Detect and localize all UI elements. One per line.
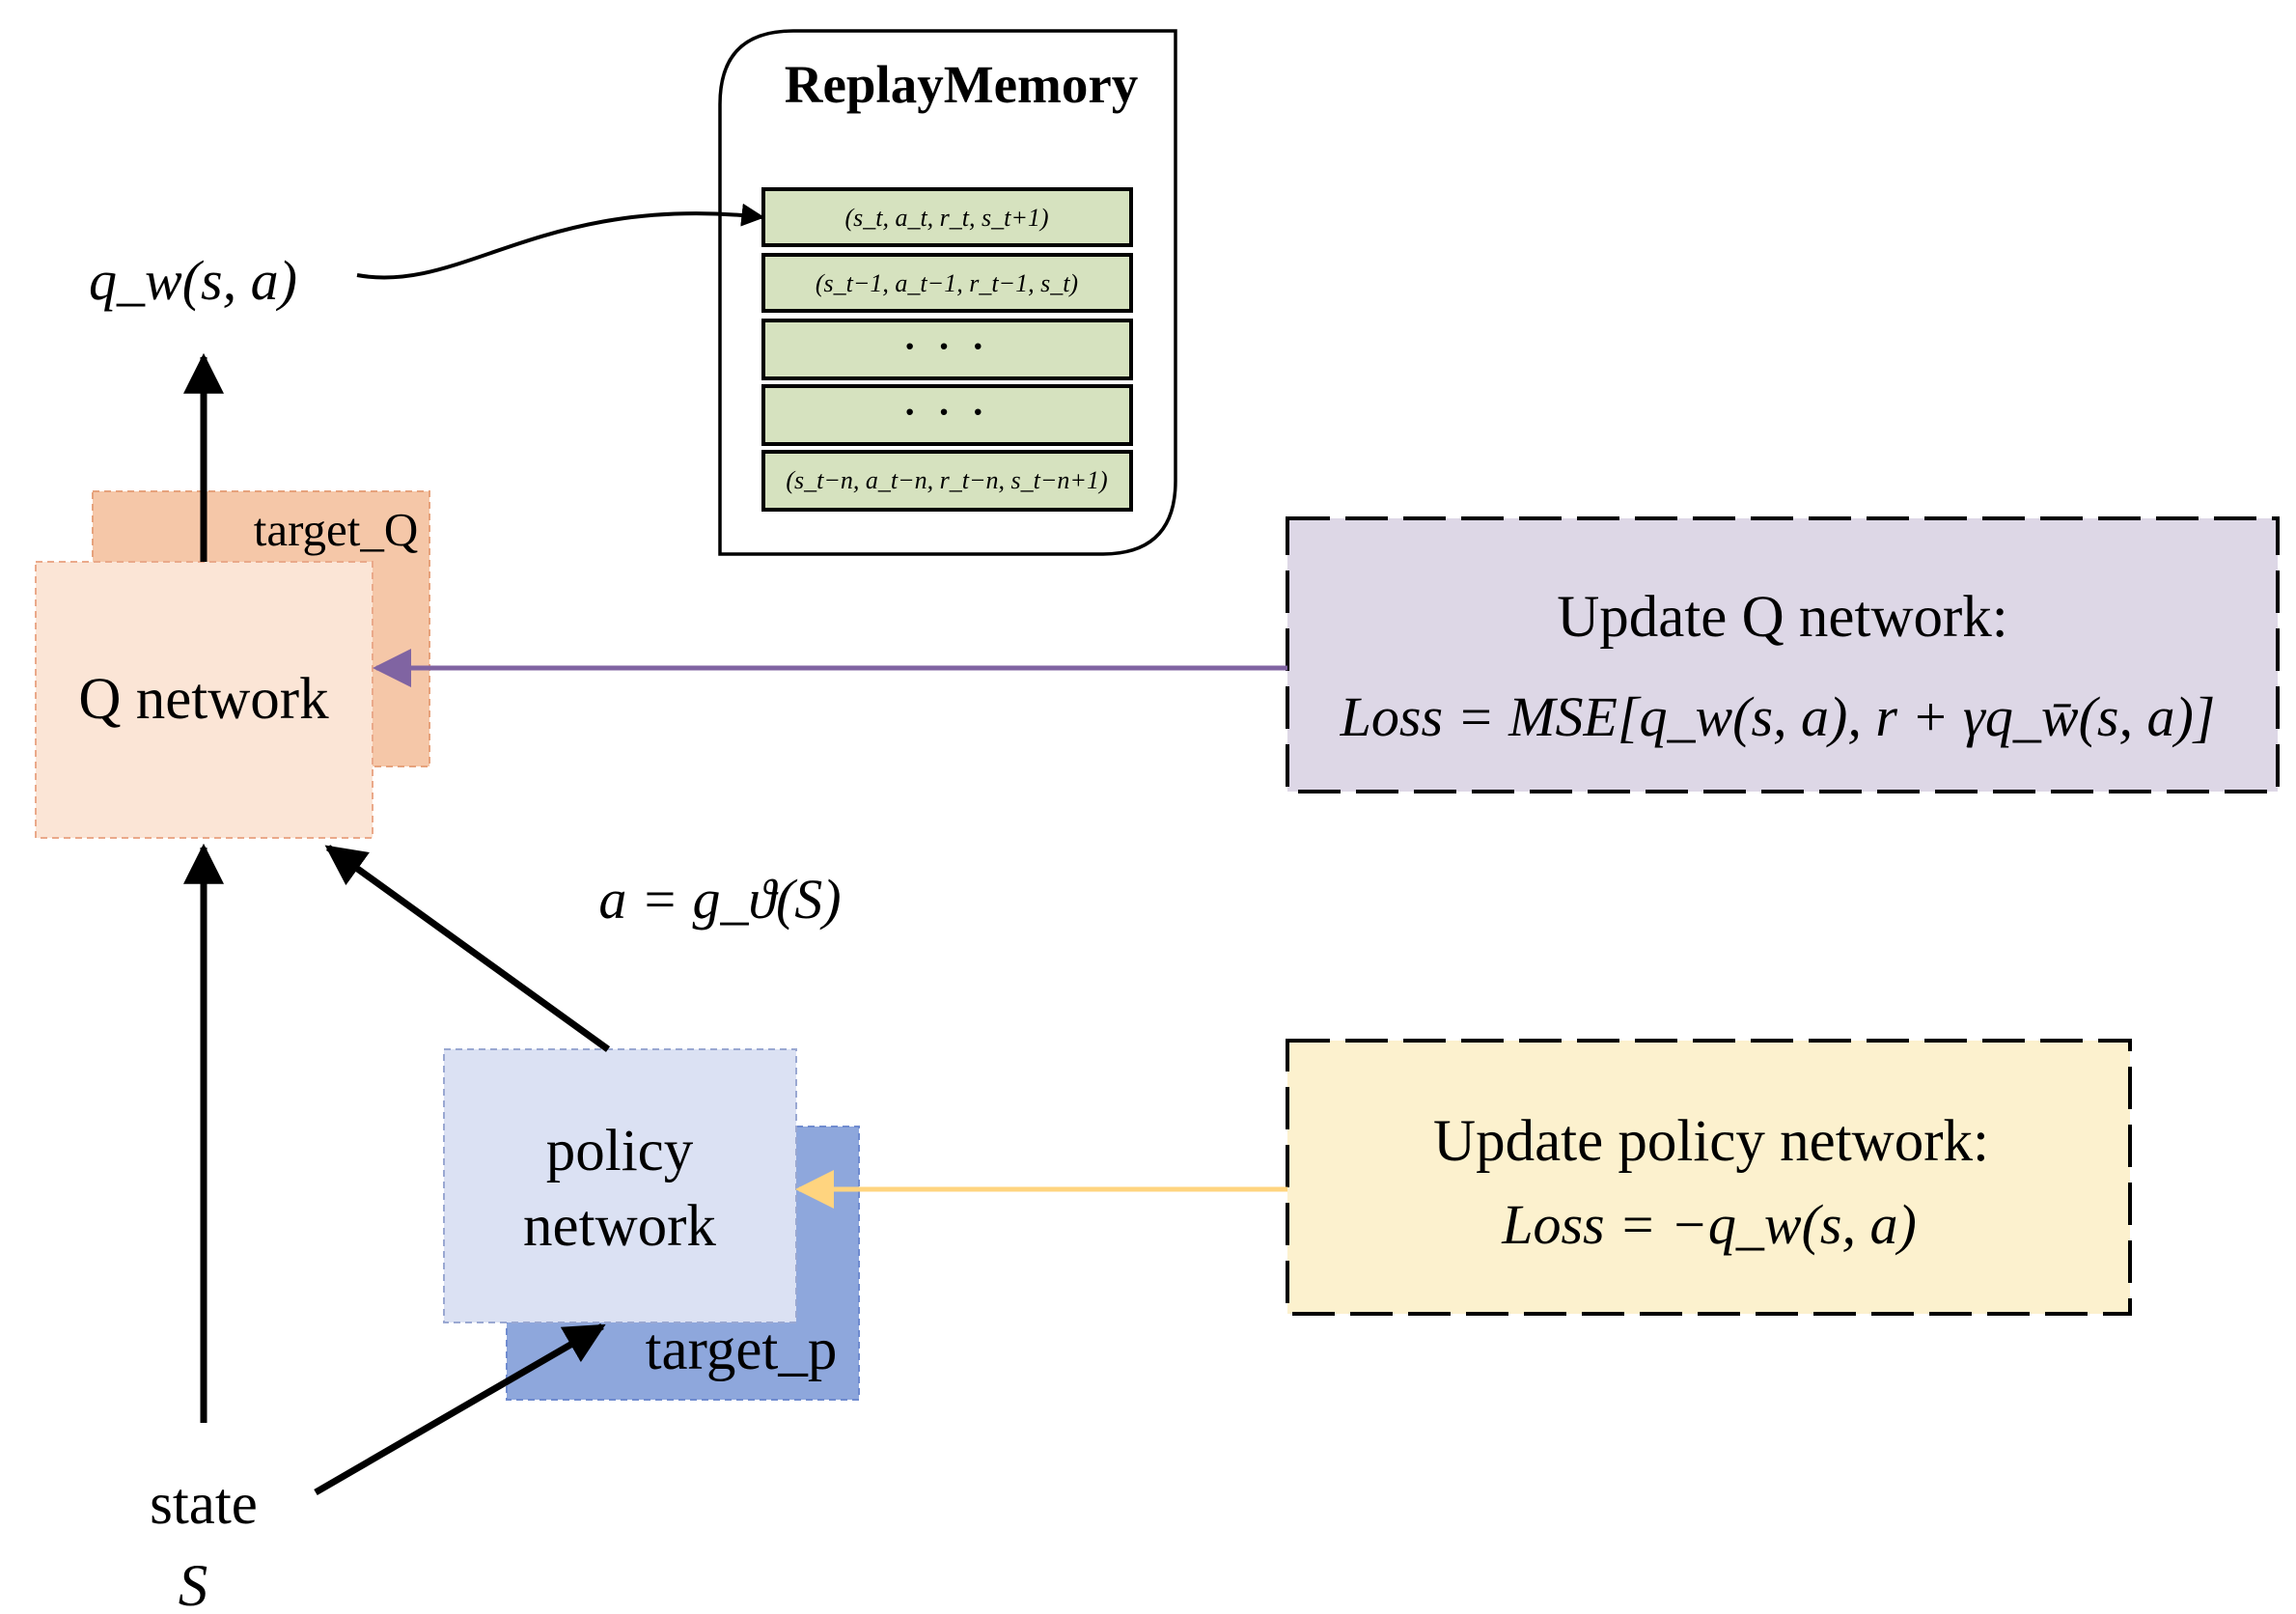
store-transition-arrow xyxy=(356,203,765,280)
update-q-loss: Loss = MSE[q_w(s, a), r + γq_w̄(s, a)] xyxy=(1340,685,2216,748)
memory-row xyxy=(761,384,1133,446)
update-policy-box xyxy=(1286,1039,2132,1316)
memory-row xyxy=(761,253,1133,313)
policy-network-label-line1: policy xyxy=(546,1119,694,1183)
memory-row xyxy=(761,319,1133,380)
update-q-box xyxy=(1286,516,2280,793)
state-label: state xyxy=(150,1472,258,1537)
policy-network-label-line2: network xyxy=(523,1194,716,1259)
memory-row-text: (s_t, a_t, r_t, s_t+1) xyxy=(844,204,1048,232)
memory-row xyxy=(761,187,1133,247)
memory-row xyxy=(761,450,1133,512)
memory-row-text: (s_t−n, a_t−n, r_t−n, s_t−n+1) xyxy=(786,466,1107,494)
memory-row-ellipsis: · · · xyxy=(903,324,990,368)
q-output-label: q_w(s, a) xyxy=(89,249,297,312)
replay-memory: ReplayMemory (s_t, a_t, r_t, s_t+1) (s_t… xyxy=(718,29,1177,556)
action-label: a = g_ϑ(S) xyxy=(598,868,841,931)
q-network-label: Q network xyxy=(78,667,329,732)
target-q-label: target_Q xyxy=(254,503,419,556)
replay-memory-title: ReplayMemory xyxy=(785,55,1139,114)
update-q-title: Update Q network: xyxy=(1557,585,2008,650)
state-to-policy-arrow xyxy=(314,1322,606,1496)
target-p-label: target_p xyxy=(646,1318,838,1382)
state-symbol: S xyxy=(179,1554,208,1614)
action-arrow xyxy=(324,845,611,1052)
q-network-box xyxy=(35,561,373,839)
memory-row-text: (s_t−1, a_t−1, r_t−1, s_t) xyxy=(816,269,1078,297)
policy-network-box xyxy=(443,1048,797,1323)
update-policy-title: Update policy network: xyxy=(1433,1109,1989,1174)
update-policy-loss: Loss = −q_w(s, a) xyxy=(1501,1193,1917,1256)
memory-row-ellipsis: · · · xyxy=(903,390,990,433)
